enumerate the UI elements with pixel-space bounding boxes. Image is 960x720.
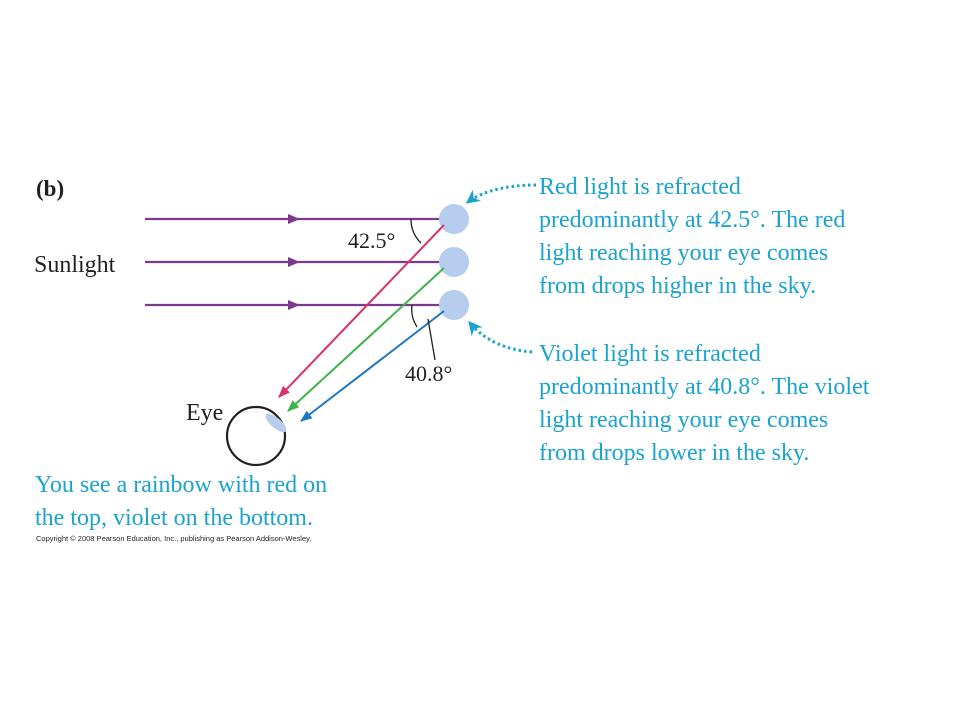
bottom-caption-line-1: You see a rainbow with red on bbox=[35, 472, 327, 498]
angle-arc-violet bbox=[411, 304, 418, 328]
violet-callout-line-4: from drops lower in the sky. bbox=[539, 440, 809, 466]
sunlight-arrowhead-middle bbox=[288, 257, 300, 267]
red-callout-line-2: predominantly at 42.5°. The red bbox=[539, 207, 845, 233]
angle-label-red: 42.5° bbox=[348, 228, 395, 253]
blue-ray bbox=[300, 310, 445, 422]
red-callout-arrow bbox=[465, 183, 537, 204]
sunlight-arrowhead-bottom bbox=[288, 300, 300, 310]
violet-callout-line-1: Violet light is refracted bbox=[539, 341, 761, 367]
sunlight-rays bbox=[145, 214, 442, 310]
violet-callout-text: Violet light is refracted predominantly … bbox=[539, 341, 875, 466]
bottom-caption: You see a rainbow with red on the top, v… bbox=[35, 472, 333, 531]
water-drops bbox=[439, 204, 469, 320]
red-callout-text: Red light is refracted predominantly at … bbox=[539, 174, 851, 299]
water-drop-bottom bbox=[439, 290, 469, 320]
water-drop-middle bbox=[439, 247, 469, 277]
bottom-caption-line-2: the top, violet on the bottom. bbox=[35, 505, 313, 531]
violet-callout-arrow bbox=[468, 320, 533, 354]
panel-label: (b) bbox=[36, 176, 64, 201]
angle-label-violet: 40.8° bbox=[405, 361, 452, 386]
eye-icon bbox=[225, 405, 287, 467]
angle-arc-red bbox=[410, 218, 422, 244]
angle-leader-violet bbox=[427, 318, 436, 361]
red-ray bbox=[278, 224, 445, 398]
eye-label: Eye bbox=[186, 400, 223, 426]
violet-callout-line-2: predominantly at 40.8°. The violet bbox=[539, 374, 870, 400]
red-callout-line-3: light reaching your eye comes bbox=[539, 240, 828, 266]
water-drop-top bbox=[439, 204, 469, 234]
copyright-notice: Copyright © 2008 Pearson Education, Inc.… bbox=[36, 534, 311, 543]
violet-callout-line-3: light reaching your eye comes bbox=[539, 407, 828, 433]
sunlight-arrowhead-top bbox=[288, 214, 300, 224]
sunlight-label: Sunlight bbox=[34, 252, 116, 278]
green-ray bbox=[287, 267, 445, 412]
red-callout-line-1: Red light is refracted bbox=[539, 174, 741, 200]
red-callout-line-4: from drops higher in the sky. bbox=[539, 273, 816, 299]
